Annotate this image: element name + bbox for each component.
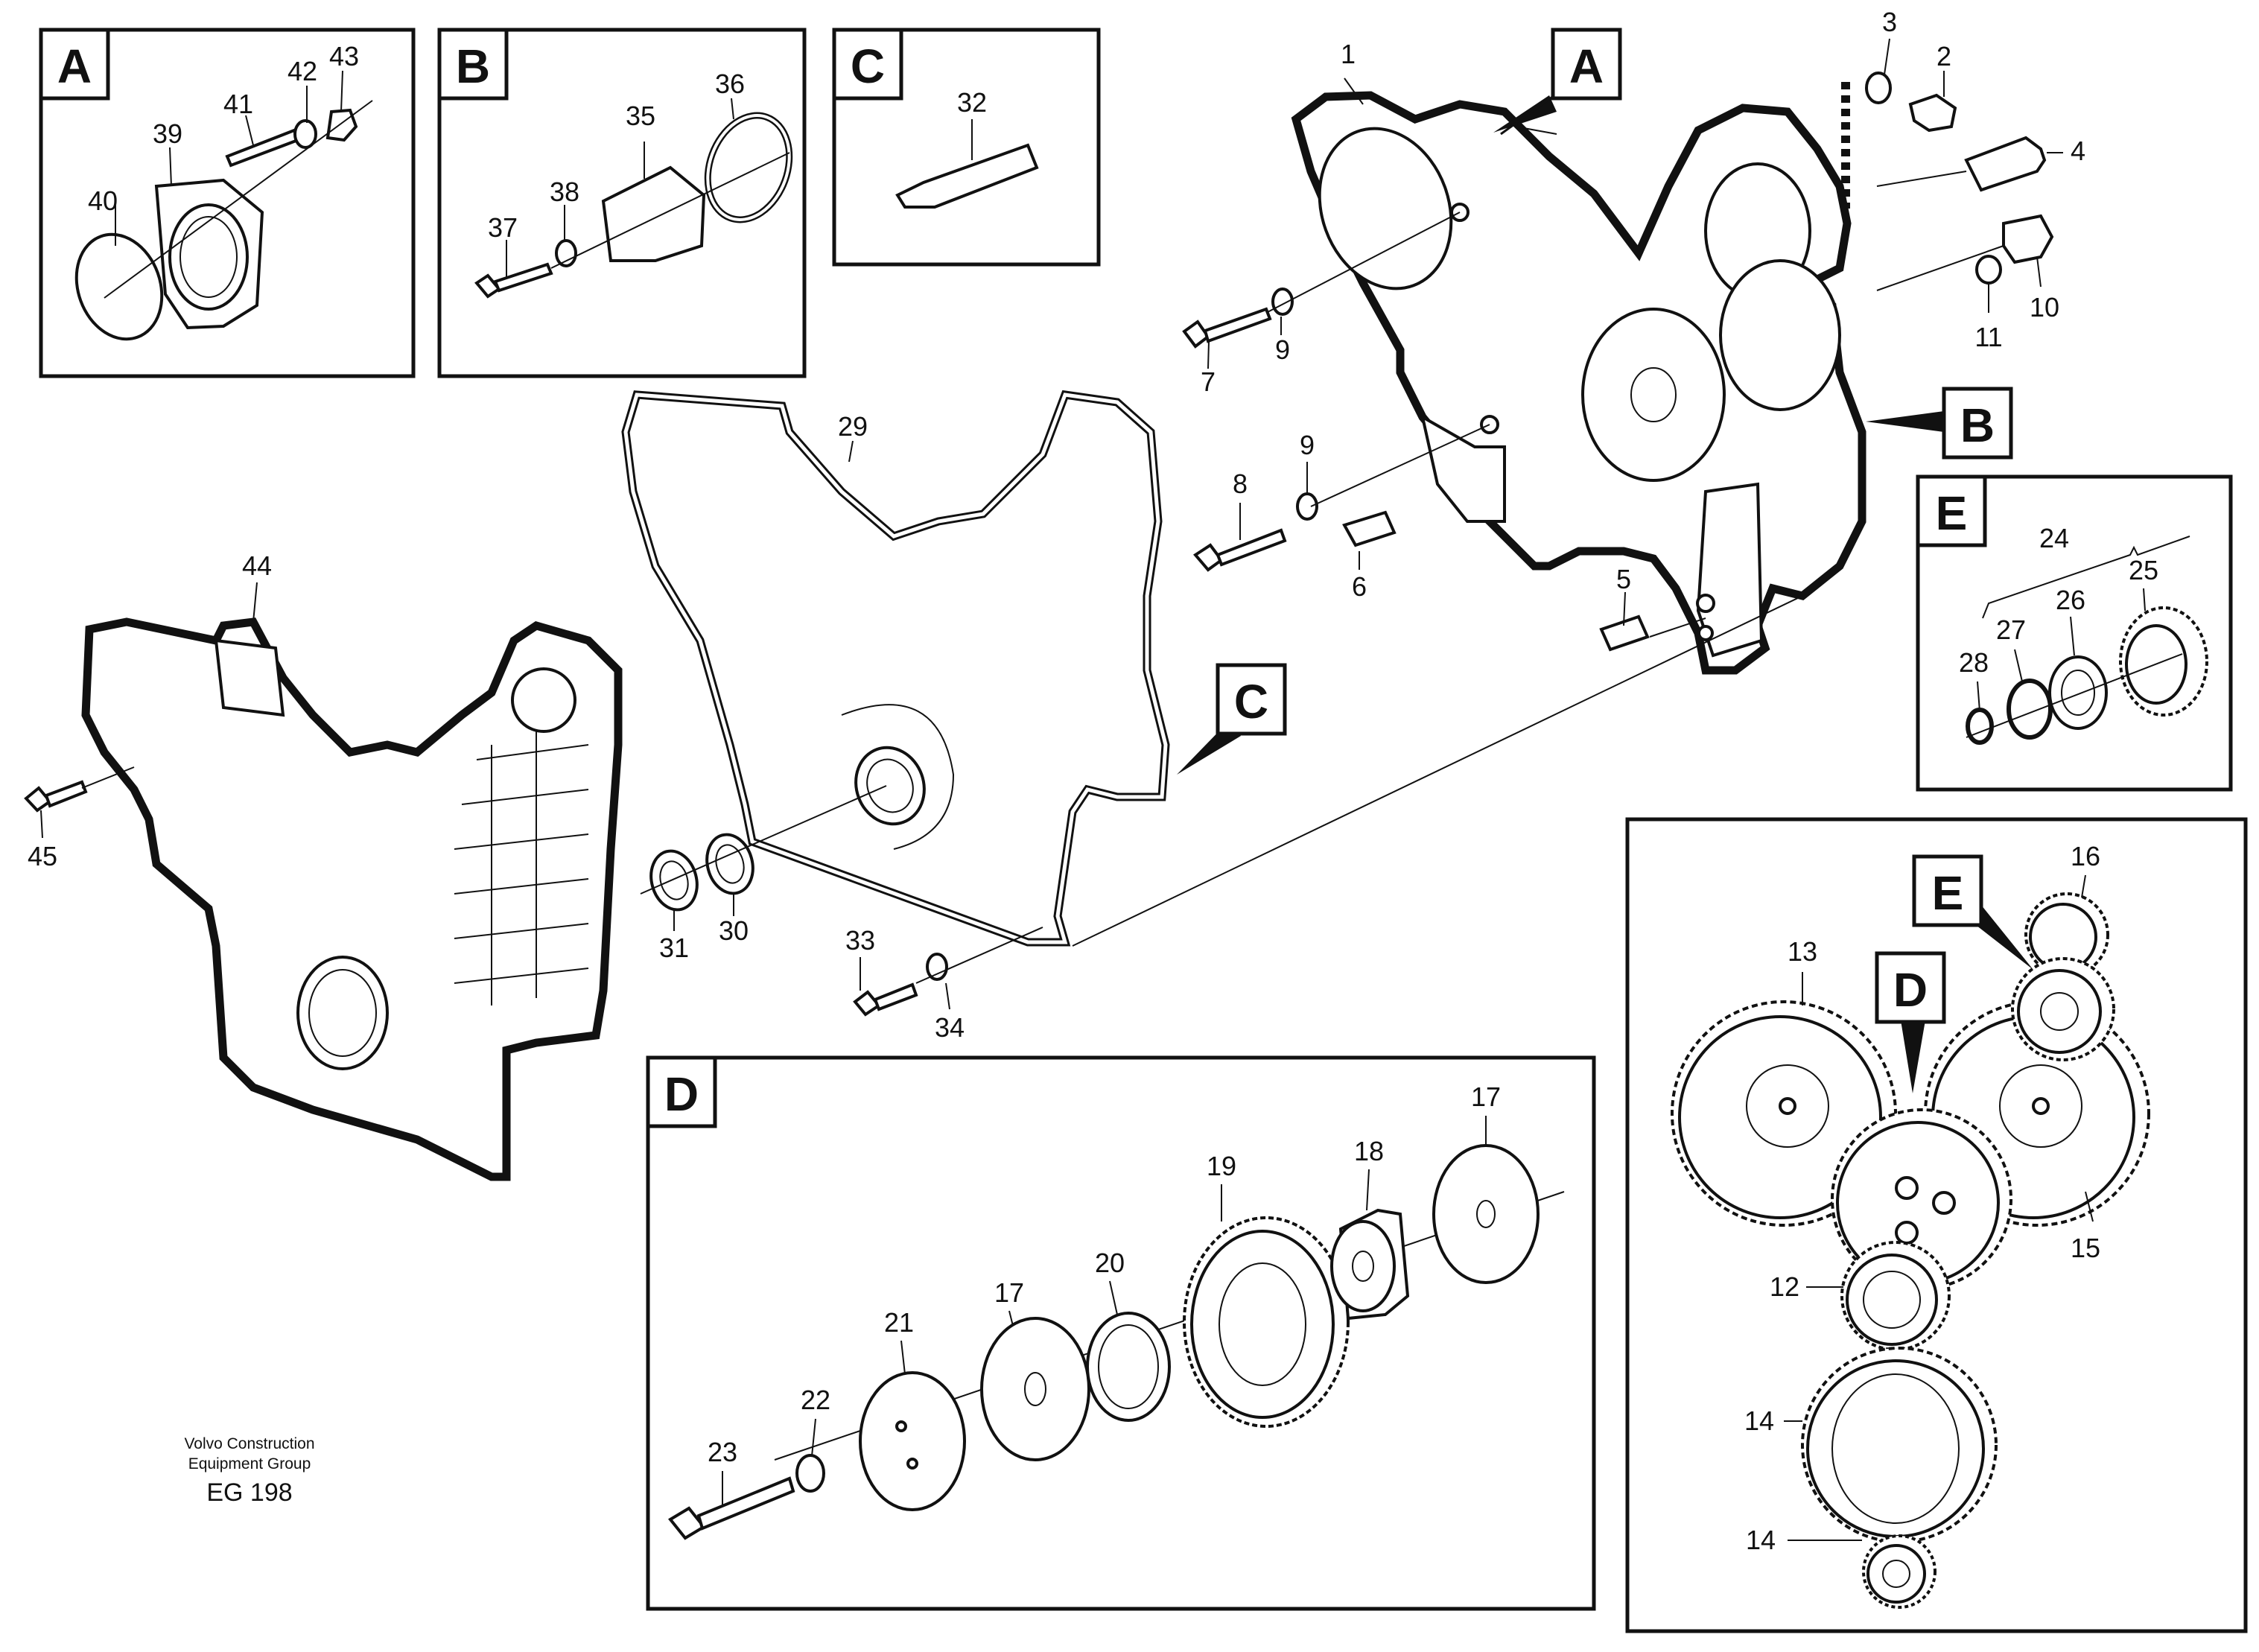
label-3: 3 (1882, 7, 1897, 37)
label-11: 11 (1974, 322, 2002, 352)
gear-train-box: 13 16 15 12 14 14 D E (1625, 817, 2248, 1633)
label-21: 21 (884, 1307, 914, 1338)
detail-b-tag: B (456, 39, 490, 93)
label-35: 35 (626, 101, 655, 131)
label-13: 13 (1788, 936, 1817, 967)
bolt-33: 33 34 (845, 925, 1043, 1043)
detail-e-tag: E (1936, 486, 1968, 540)
footer: Volvo Construction Equipment Group EG 19… (184, 1435, 314, 1507)
label-9b: 9 (1300, 430, 1315, 460)
label-32: 32 (957, 87, 987, 118)
callout-a-main: A (1493, 28, 1622, 136)
label-14b: 14 (1746, 1525, 1776, 1555)
label-40: 40 (88, 185, 118, 216)
label-4: 4 (2071, 136, 2085, 166)
label-30: 30 (719, 915, 749, 946)
detail-box-a: A 40 39 41 42 43 (39, 28, 416, 378)
label-31: 31 (659, 933, 689, 963)
label-9a: 9 (1275, 334, 1290, 365)
footer-line-1: Volvo Construction (184, 1435, 314, 1452)
label-18: 18 (1354, 1136, 1384, 1166)
label-33: 33 (845, 925, 875, 956)
detail-box-d: D 23 22 (646, 1055, 1596, 1611)
label-12: 12 (1770, 1271, 1799, 1302)
label-2: 2 (1936, 41, 1951, 72)
detail-a-tag: A (57, 39, 92, 93)
label-28: 28 (1959, 647, 1989, 678)
footer-code: EG 198 (206, 1478, 292, 1507)
callout-b-main: B (1866, 387, 2013, 460)
label-5: 5 (1616, 564, 1631, 594)
detail-box-b: B 37 38 35 36 (437, 28, 807, 378)
label-17a: 17 (994, 1277, 1024, 1308)
label-25: 25 (2129, 555, 2158, 585)
label-17b: 17 (1471, 1081, 1501, 1112)
callout-b-tag: B (1960, 398, 1995, 452)
detail-d-tag: D (664, 1067, 699, 1121)
detail-c-tag: C (851, 39, 885, 93)
timing-cover-44: 44 (81, 550, 623, 1181)
detail-box-e: E 24 25 26 27 28 (1916, 474, 2233, 792)
label-6: 6 (1352, 571, 1367, 602)
label-44: 44 (242, 550, 272, 581)
label-41: 41 (223, 89, 253, 119)
label-37: 37 (488, 212, 518, 243)
label-39: 39 (153, 118, 182, 149)
callout-c-tag: C (1234, 675, 1268, 728)
label-16: 16 (2071, 841, 2100, 871)
footer-line-2: Equipment Group (188, 1455, 311, 1472)
cover-gasket-29: 29 (621, 390, 1170, 947)
label-15: 15 (2071, 1233, 2100, 1263)
label-34: 34 (935, 1012, 965, 1043)
seal-rings: 31 30 (640, 785, 887, 963)
label-45: 45 (28, 841, 57, 871)
label-8: 8 (1233, 468, 1248, 499)
label-19: 19 (1207, 1151, 1236, 1181)
label-14a: 14 (1744, 1405, 1774, 1436)
label-7: 7 (1201, 366, 1216, 397)
label-36: 36 (715, 69, 745, 99)
gear-callout-e-tag: E (1932, 866, 1964, 920)
label-26: 26 (2056, 585, 2085, 615)
label-42: 42 (287, 56, 317, 86)
label-27: 27 (1996, 614, 2026, 645)
label-29: 29 (838, 411, 868, 442)
detail-box-c: C 32 (832, 28, 1101, 267)
callout-c-main: C (1177, 663, 1287, 775)
label-20: 20 (1095, 1248, 1125, 1278)
label-38: 38 (550, 177, 579, 207)
timing-gear-casing (1291, 82, 1866, 675)
gear-callout-d-tag: D (1893, 963, 1928, 1017)
label-22: 23 (708, 1437, 737, 1467)
main-fasteners: 1 3 2 4 10 11 7 9 8 9 6 5 (1072, 7, 2085, 947)
label-24: 24 (2039, 523, 2069, 553)
label-1: 1 (1341, 39, 1356, 69)
bolt-45: 45 (24, 766, 135, 871)
label-43: 43 (329, 41, 359, 72)
callout-a-tag: A (1569, 39, 1604, 93)
label-23: 22 (801, 1385, 830, 1415)
label-10: 10 (2030, 292, 2059, 323)
